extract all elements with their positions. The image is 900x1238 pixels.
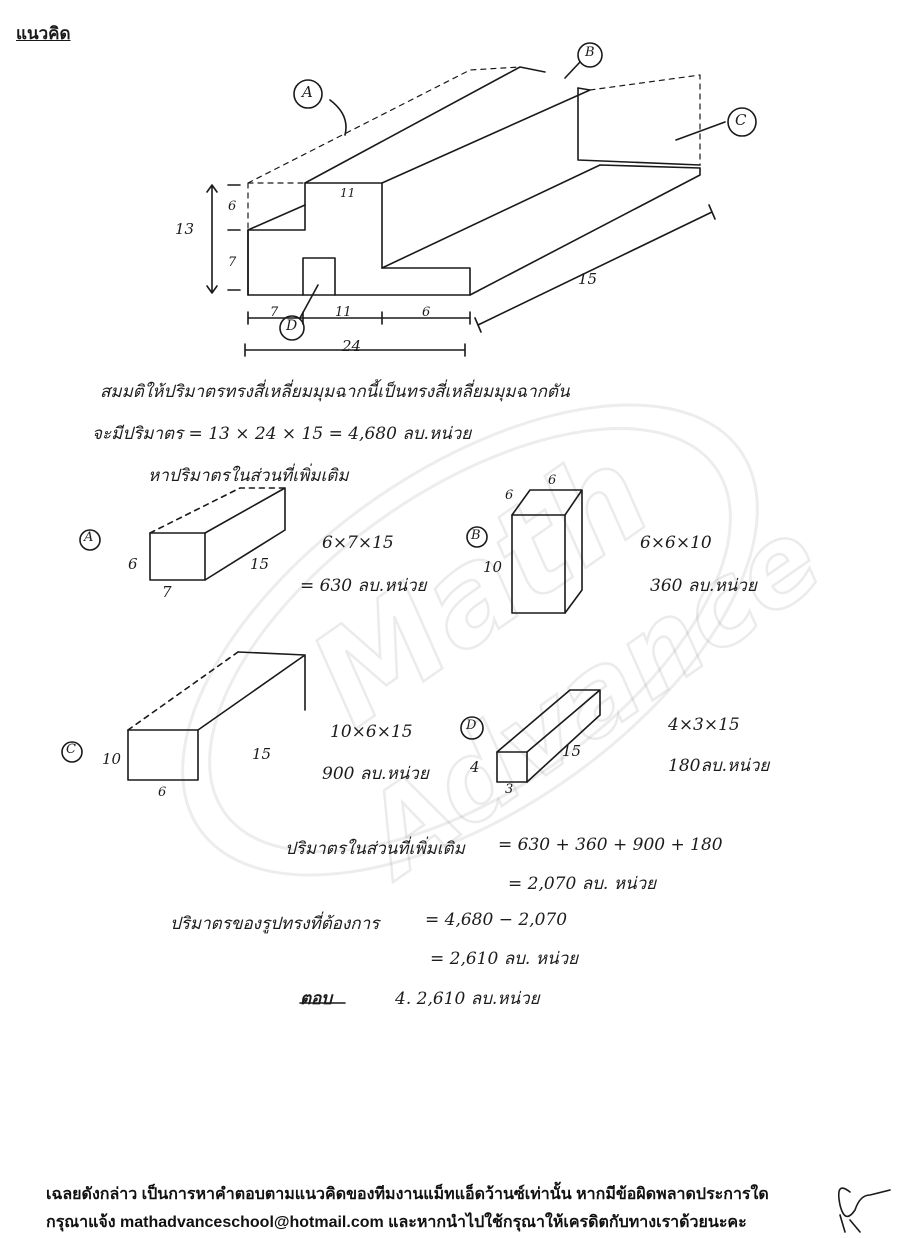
part-a-formula: 6×7×15: [322, 533, 394, 553]
watermark-ring: [181, 403, 759, 877]
step-edge: [381, 164, 701, 269]
left-top-edge: [247, 204, 306, 231]
part-a-label-circle: [79, 529, 101, 551]
dim-ticks: [227, 184, 241, 291]
part-d-depth: [496, 689, 601, 783]
label-a: A: [302, 83, 313, 101]
dim-length-15: [474, 204, 716, 333]
dim-bottom-parts: [247, 311, 471, 325]
wanted-label: ปริมาตรของรูปทรงที่ต้องการ: [170, 914, 380, 934]
part-a-label: A: [84, 530, 94, 545]
wanted-result: = 2,610 ลบ. หน่วย: [430, 949, 579, 969]
dim-24: 24: [342, 337, 362, 355]
part-b-dim-b: 6: [548, 473, 557, 488]
added-result: = 2,070 ลบ. หน่วย: [508, 874, 657, 894]
page-heading: แนวคิด: [16, 24, 71, 43]
added-label: ปริมาตรในส่วนที่เพิ่มเติม: [285, 839, 465, 859]
top-edge-b: [381, 87, 591, 184]
part-c-formula: 10×6×15: [330, 722, 413, 742]
part-c-result: 900 ลบ.หน่วย: [322, 764, 429, 784]
label-c: C: [735, 111, 747, 129]
dim-6: 6: [228, 199, 237, 214]
notch-d: [302, 257, 336, 296]
riser-b: [577, 87, 701, 166]
callout-c-circle: [727, 107, 757, 137]
dim-11-top: 11: [340, 186, 356, 200]
arrow-b: [564, 61, 581, 79]
base-edge: [469, 167, 701, 296]
part-c-hidden: [127, 651, 239, 731]
added-expr: = 630 + 360 + 900 + 180: [498, 835, 723, 855]
part-d-result: 180ลบ.หน่วย: [668, 756, 770, 776]
dim-13: 13: [175, 220, 195, 238]
part-c-dim-w: 6: [158, 785, 167, 800]
part-d-label: D: [466, 718, 477, 733]
part-d-label-circle: [460, 716, 484, 740]
callout-d-circle: [279, 315, 305, 341]
part-d-dim-h: 4: [470, 758, 480, 776]
dim-bottom-7: 7: [270, 305, 279, 320]
footer-line-1: เฉลยดังกล่าว เป็นการหาคำตอบตามแนวคิดของท…: [46, 1186, 769, 1203]
part-b-formula: 6×6×10: [640, 533, 712, 553]
answer-value: 4. 2,610 ลบ.หน่วย: [395, 989, 540, 1009]
label-d: D: [286, 318, 298, 334]
hidden-lines: [247, 66, 701, 231]
dim-bottom-24: [244, 343, 466, 357]
part-c-dim-l: 15: [252, 745, 272, 763]
part-a-hidden: [149, 487, 286, 534]
part-b-label: B: [471, 528, 481, 543]
dim-7: 7: [228, 255, 237, 270]
callout-a-circle: [293, 79, 323, 109]
part-d-dim-l: 15: [562, 742, 582, 760]
part-d-formula: 4×3×15: [668, 715, 740, 735]
volume-line: จะมีปริมาตร = 13 × 24 × 15 = 4,680 ลบ.หน…: [92, 424, 472, 444]
part-a-dim-l: 15: [250, 555, 270, 573]
part-d-front: [496, 751, 528, 783]
part-a-front: [149, 532, 206, 581]
arrow-a: [329, 99, 347, 136]
part-c-label: C: [66, 742, 76, 757]
label-b: B: [585, 45, 595, 60]
part-a-result: = 630 ลบ.หน่วย: [300, 576, 427, 596]
part-a-dim-w: 7: [162, 583, 172, 601]
part-a-dim-h: 6: [128, 555, 138, 573]
watermark-ring-inner: [208, 427, 732, 853]
answer-label: ตอบ: [300, 989, 333, 1009]
dim-bottom-6: 6: [422, 305, 431, 320]
assume-line: สมมติให้ปริมาตรทรงสี่เหลี่ยมมุมฉากนี้เป็…: [100, 382, 570, 402]
part-a-depth: [204, 487, 286, 581]
signature: [837, 1187, 891, 1233]
part-c-depth: [197, 651, 306, 731]
part-c-front: [127, 729, 199, 781]
arrow-c: [675, 121, 726, 141]
arrow-d: [299, 284, 319, 319]
find-added-line: หาปริมาตรในส่วนที่เพิ่มเติม: [148, 466, 349, 486]
dim-arrow-13: [206, 184, 218, 294]
part-c-label-circle: [61, 741, 83, 763]
part-b-front: [511, 514, 566, 614]
part-b-depth: [511, 489, 583, 614]
part-c-dim-h: 10: [102, 750, 122, 768]
footer-line-2: กรุณาแจ้ง mathadvanceschool@hotmail.com …: [46, 1214, 747, 1231]
part-b-result: 360 ลบ.หน่วย: [650, 576, 757, 596]
callout-b-circle: [577, 42, 603, 68]
part-b-label-circle: [466, 526, 488, 548]
part-b-dim-h: 10: [483, 558, 503, 576]
part-d-dim-w: 3: [505, 782, 514, 797]
dim-bottom-11: 11: [335, 305, 352, 320]
wanted-expr: = 4,680 − 2,070: [425, 910, 568, 930]
part-b-dim-a: 6: [505, 488, 514, 503]
solid-front-face: [247, 182, 471, 296]
dim-15: 15: [578, 270, 598, 288]
top-edge-a: [304, 66, 546, 184]
